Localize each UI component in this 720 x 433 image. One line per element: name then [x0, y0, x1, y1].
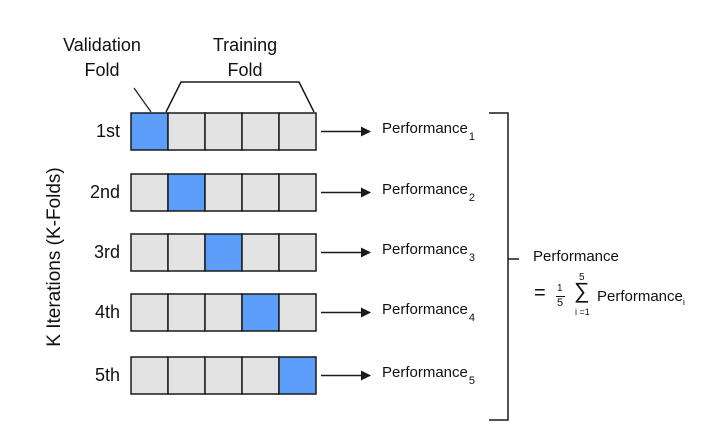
training-fold-box: [278, 173, 317, 212]
iteration-label: 2nd: [89, 181, 120, 202]
iteration-performance: Performance5: [382, 364, 475, 387]
training-fold-box: [204, 173, 243, 212]
sum-lower-limit: i =1: [575, 307, 590, 317]
training-fold-box: [241, 233, 280, 272]
iteration-performance: Performance4: [382, 301, 475, 324]
training-fold-box: [167, 112, 206, 151]
performance-text: Performance: [382, 300, 468, 318]
training-fold-box: [204, 293, 243, 332]
training-fold-header: Training Fold: [175, 33, 315, 83]
validation-fold-header: Validation Fold: [32, 33, 172, 83]
equals-sign: =: [534, 282, 546, 304]
iteration-label: 5th: [94, 364, 120, 385]
performance-subscript: 4: [468, 311, 475, 324]
training-fold-box: [167, 233, 206, 272]
performance-subscript: 5: [468, 374, 475, 387]
fraction-bar: [556, 296, 565, 297]
fraction-numerator: 1: [557, 283, 563, 294]
iteration-performance: Performance2: [382, 181, 475, 204]
fold-row: [130, 112, 317, 151]
validation-fold-box: [167, 173, 206, 212]
performance-text: Performance: [382, 240, 468, 258]
training-fold-box: [130, 293, 169, 332]
performance-text: Performance: [382, 363, 468, 381]
training-fold-box: [167, 356, 206, 395]
iteration-label: 4th: [94, 301, 120, 322]
training-fold-box: [278, 112, 317, 151]
performance-text: Performance: [382, 180, 468, 198]
training-fold-box: [130, 233, 169, 272]
iteration-label: 3rd: [93, 241, 120, 262]
fold-row: [130, 356, 317, 395]
y-axis-label: K Iterations (K-Folds): [44, 167, 65, 347]
performance-text: Performance: [382, 119, 468, 137]
validation-pointer-line: [133, 87, 152, 113]
validation-fold-box: [204, 233, 243, 272]
training-fold-box: [204, 112, 243, 151]
validation-fold-box: [278, 356, 317, 395]
validation-fold-box: [130, 112, 169, 151]
training-fold-box: [241, 112, 280, 151]
performance-subscript: 2: [468, 191, 475, 204]
training-fold-box: [278, 233, 317, 272]
training-fold-box: [130, 356, 169, 395]
iteration-label: 1st: [95, 120, 120, 141]
fold-row: [130, 293, 317, 332]
training-fold-box: [167, 293, 206, 332]
training-fold-box: [278, 293, 317, 332]
aggregate-bracket: [489, 112, 519, 421]
training-fold-box: [130, 173, 169, 212]
fold-row: [130, 173, 317, 212]
training-fold-box: [204, 356, 243, 395]
summary-title: Performance: [533, 248, 619, 265]
summary-term-text: Performance: [597, 288, 683, 305]
training-fold-box: [241, 173, 280, 212]
sum-upper-limit: 5: [579, 272, 585, 283]
fraction-denominator: 5: [557, 297, 564, 309]
training-fold-box: [241, 356, 280, 395]
performance-subscript: 3: [468, 251, 475, 264]
validation-header-line2: Fold: [84, 60, 120, 80]
training-header-line2: Fold: [227, 60, 263, 80]
validation-header-line1: Validation: [63, 35, 141, 55]
validation-fold-box: [241, 293, 280, 332]
fold-row: [130, 233, 317, 272]
training-fold-bracket: [165, 81, 315, 113]
summary-term-subscript: i: [682, 297, 685, 307]
iteration-performance: Performance3: [382, 241, 475, 264]
sum-symbol-icon: ∑: [574, 278, 590, 303]
performance-subscript: 1: [468, 130, 475, 143]
training-header-line1: Training: [212, 35, 278, 55]
summary-term: Performancei: [597, 288, 685, 307]
iteration-performance: Performance1: [382, 120, 475, 143]
